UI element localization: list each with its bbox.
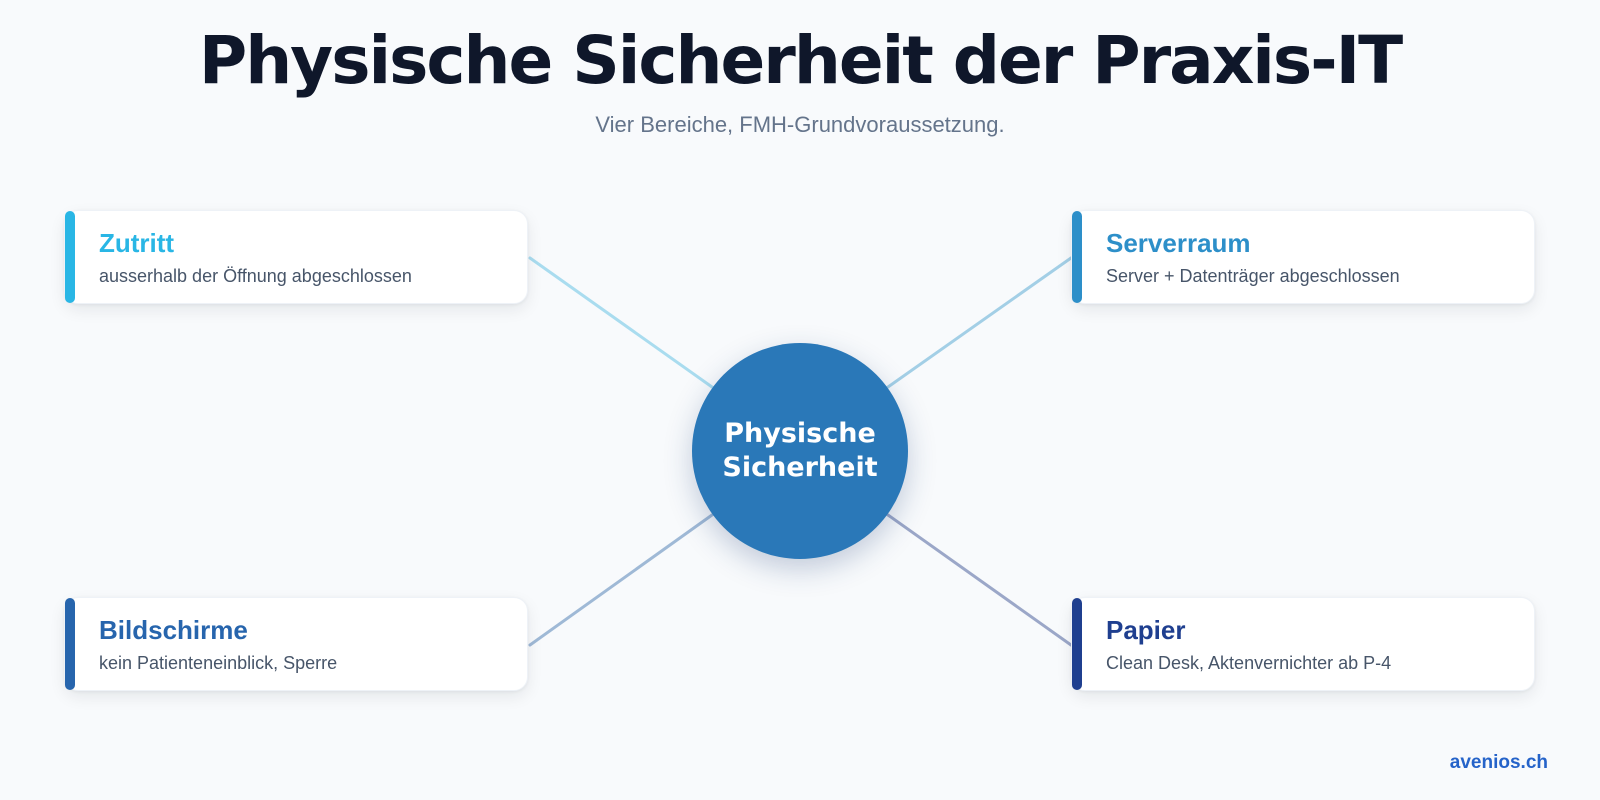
card-description: Server + Datenträger abgeschlossen [1106,266,1400,286]
central-hub: Physische Sicherheit [692,343,908,559]
card-papier: Papier Clean Desk, Aktenvernichter ab P-… [1071,597,1535,691]
page-title: Physische Sicherheit der Praxis-IT [198,22,1403,99]
card-serverraum: Serverraum Server + Datenträger abgeschl… [1071,210,1535,304]
card-accent-bar [65,598,75,690]
card-zutritt: Zutritt ausserhalb der Öffnung abgeschlo… [64,210,528,304]
hub-label: Physische Sicherheit [722,418,878,483]
card-title: Papier [1106,615,1186,645]
card-title: Bildschirme [99,615,248,645]
connector-zutritt [528,256,714,389]
brand-footer: avenios.ch [1449,752,1548,773]
card-accent-bar [1072,211,1082,303]
card-bildschirme: Bildschirme kein Patienteneinblick, Sper… [64,597,528,691]
card-description: kein Patienteneinblick, Sperre [99,653,338,673]
connector-papier [886,513,1073,647]
connector-bildschirme [528,513,714,647]
connector-serverraum [886,256,1073,389]
card-title: Zutritt [99,228,175,258]
card-title: Serverraum [1106,228,1251,258]
card-accent-bar [1072,598,1082,690]
card-description: ausserhalb der Öffnung abgeschlossen [99,266,412,286]
page-subtitle: Vier Bereiche, FMH-Grundvoraussetzung. [595,112,1005,137]
card-description: Clean Desk, Aktenvernichter ab P-4 [1106,653,1392,673]
card-accent-bar [65,211,75,303]
